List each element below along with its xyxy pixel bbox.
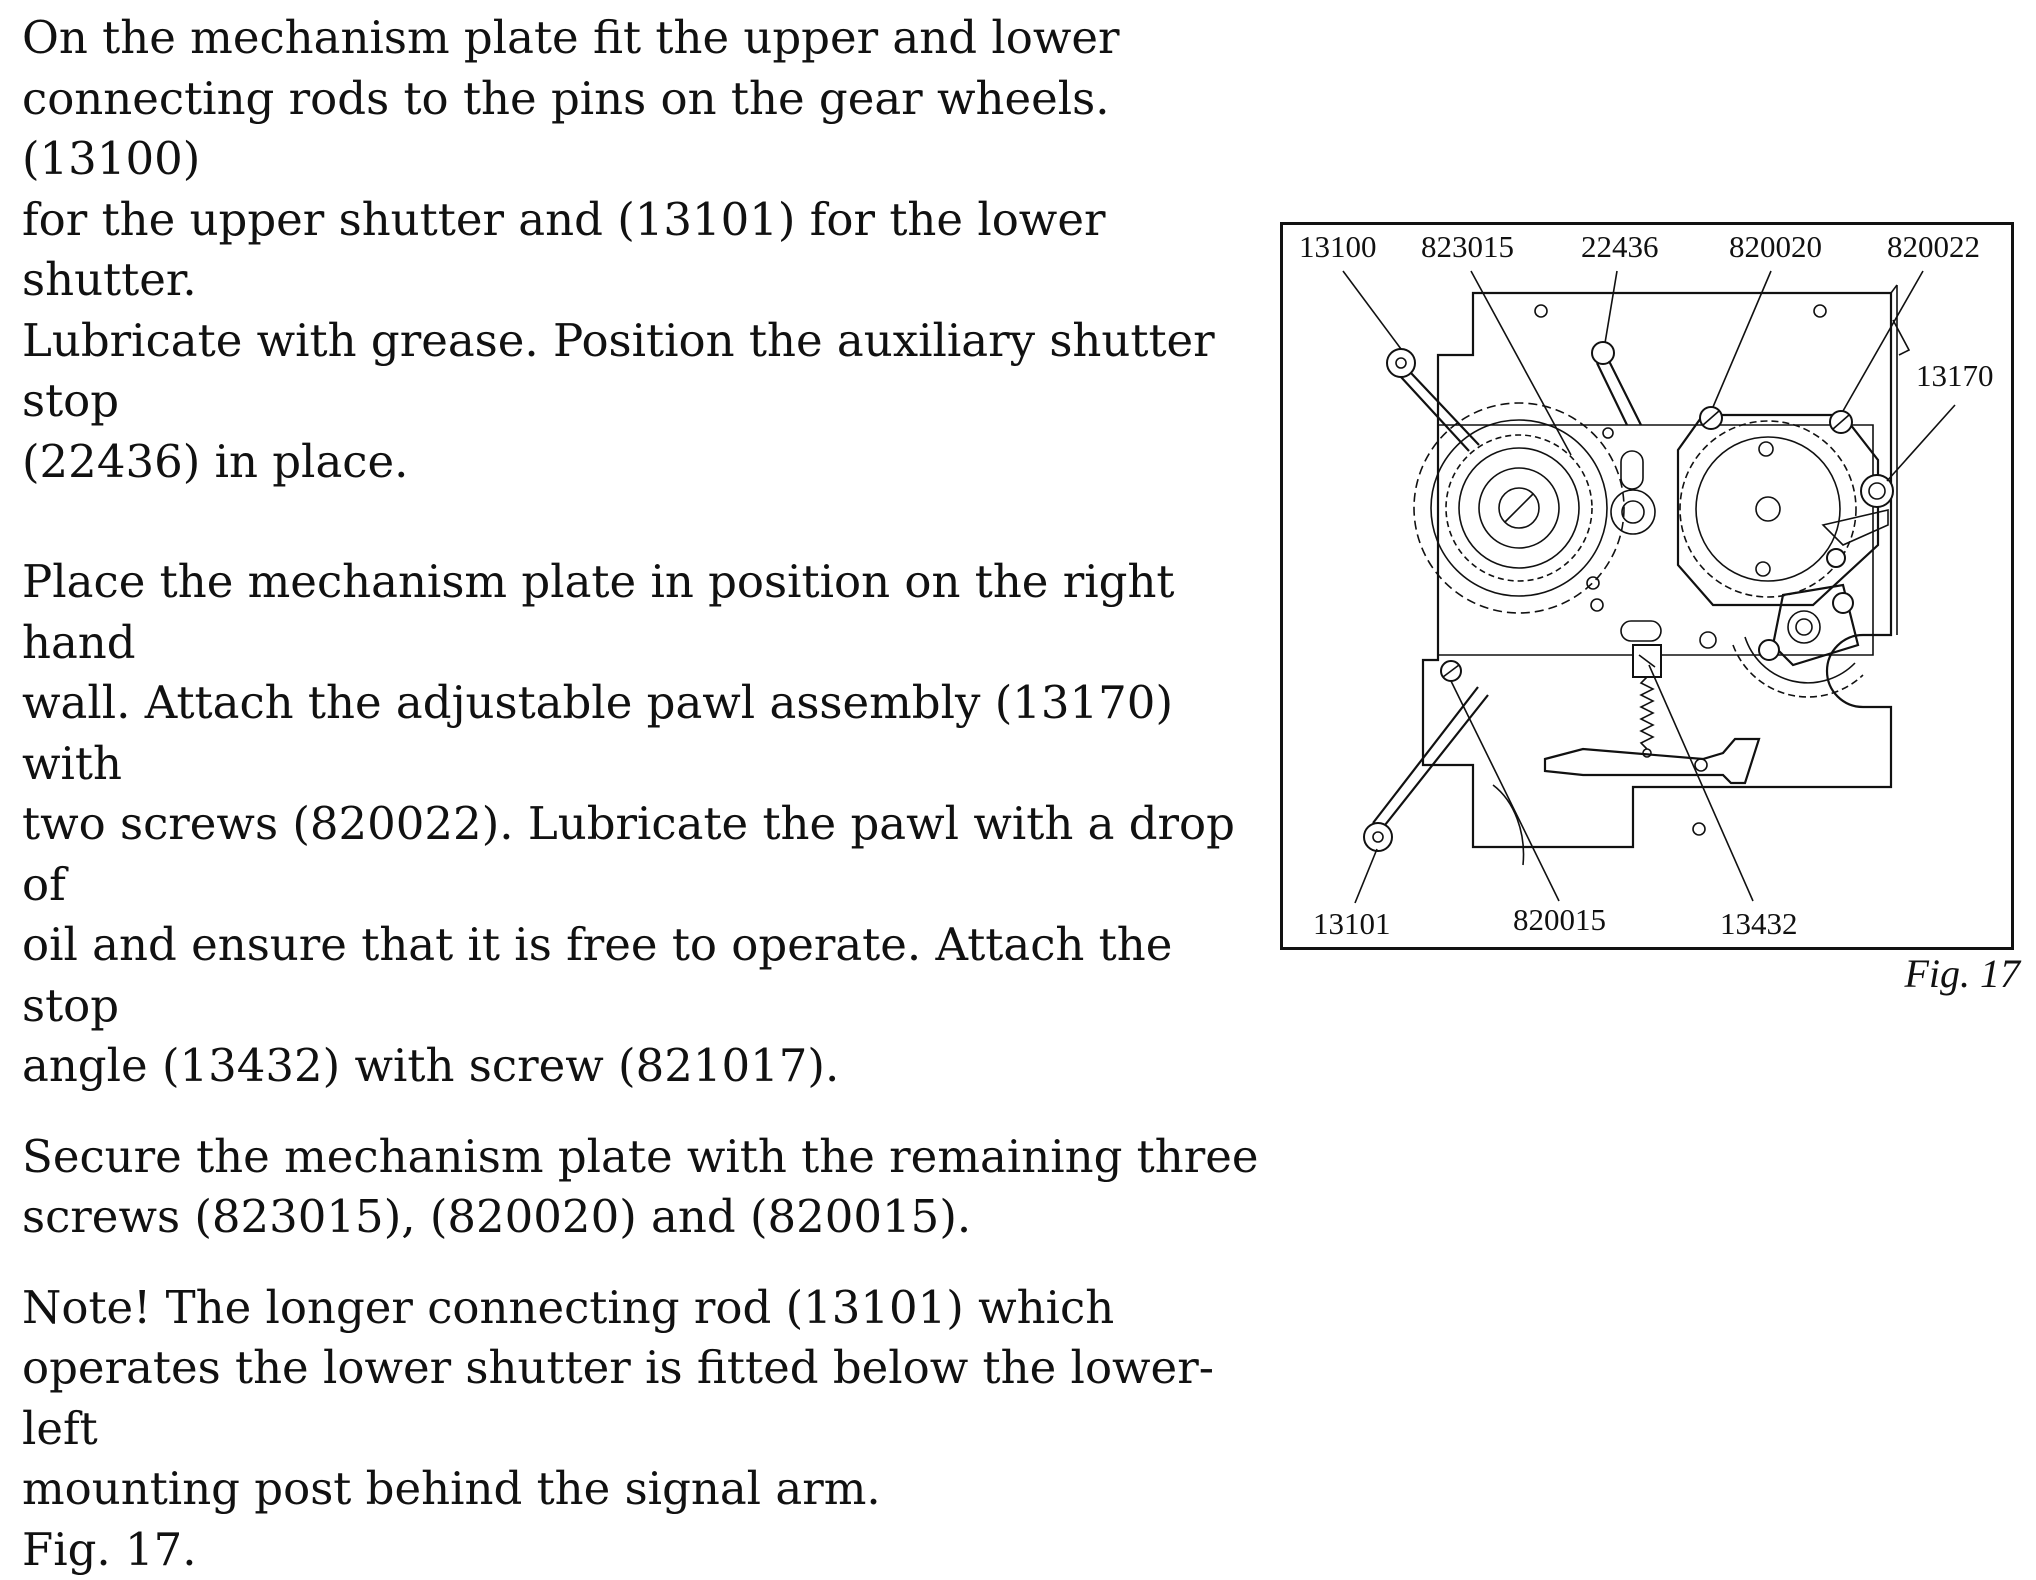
figure-17-frame: 13100 823015 22436 820020 820022 13170 1…	[1280, 222, 2014, 950]
auxiliary-shutter-stop	[1592, 342, 1641, 425]
label-22436: 22436	[1581, 229, 1659, 264]
paragraph-mechanism-plate: Place the mechanism plate in position on…	[22, 552, 1262, 1097]
adjustable-pawl-assembly	[1823, 475, 1893, 545]
lower-gear-segment	[1700, 585, 1863, 697]
stop-angle	[1545, 739, 1759, 783]
label-13100: 13100	[1299, 229, 1377, 264]
label-820022: 820022	[1887, 229, 1980, 264]
upper-connecting-rod	[1387, 349, 1479, 451]
right-gear-assembly	[1678, 407, 1878, 605]
paragraph-secure-plate: Secure the mechanism plate with the rema…	[22, 1127, 1262, 1248]
label-820020: 820020	[1729, 229, 1822, 264]
lower-connecting-rod	[1364, 661, 1524, 865]
leader-lines	[1343, 271, 1955, 903]
label-13170: 13170	[1916, 358, 1994, 393]
center-slot-and-spring	[1591, 599, 1661, 757]
large-left-gear	[1414, 403, 1624, 613]
figure-caption: Fig. 17	[1870, 950, 2020, 997]
label-820015: 820015	[1513, 902, 1606, 937]
center-bushing	[1611, 451, 1655, 534]
label-13432: 13432	[1720, 906, 1798, 941]
paragraph-connecting-rods: On the mechanism plate fit the upper and…	[22, 8, 1262, 492]
paragraph-note: Note! The longer connecting rod (13101) …	[22, 1278, 1262, 1580]
label-13101: 13101	[1313, 906, 1391, 941]
mechanism-diagram: 13100 823015 22436 820020 820022 13170 1…	[1283, 225, 2011, 947]
instructions-text: On the mechanism plate fit the upper and…	[22, 8, 1262, 1580]
label-823015: 823015	[1421, 229, 1514, 264]
